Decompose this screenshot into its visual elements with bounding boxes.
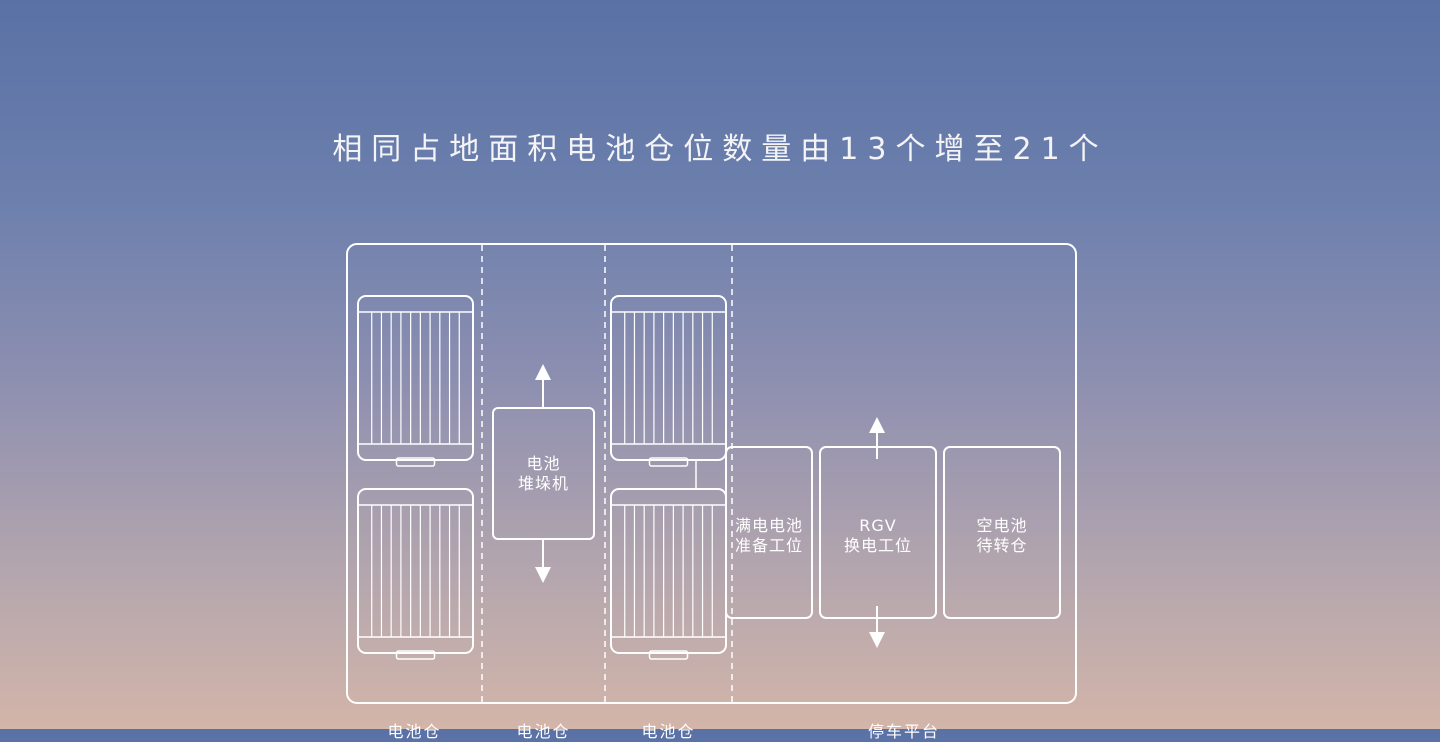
stacker-label-line2: 堆垛机 — [517, 474, 569, 493]
rgv-arrow-down-head — [869, 632, 885, 648]
bottom-label-parking-platform: 停车平台 — [867, 722, 940, 741]
rgv-station-label-line1: RGV — [859, 516, 897, 535]
empty-station-label: 空电池 待转仓 — [944, 516, 1060, 556]
full-battery-station-box — [725, 446, 813, 619]
empty-station-label-line2: 待转仓 — [976, 536, 1028, 555]
rgv-station-label: RGV 换电工位 — [820, 516, 936, 556]
battery-pack-icon — [610, 488, 727, 660]
stacker-arrow-down-head — [535, 567, 551, 583]
outer-frame — [346, 243, 1077, 704]
diagram-title: 相同占地面积电池仓位数量由13个增至21个 — [332, 132, 1108, 167]
bottom-label-battery-bay-3: 电池仓 — [641, 722, 696, 741]
full-station-label-line1: 满电电池 — [734, 516, 803, 535]
rgv-arrow-up-head — [869, 417, 885, 433]
empty-battery-station-box — [943, 446, 1061, 619]
bottom-label-battery-bay-2: 电池仓 — [516, 722, 571, 741]
battery-pack-icon — [357, 295, 474, 467]
rgv-station-label-line2: 换电工位 — [843, 536, 912, 555]
stacker-label: 电池 堆垛机 — [493, 454, 594, 494]
bottom-label-battery-bay-1: 电池仓 — [387, 722, 442, 741]
full-station-label-line2: 准备工位 — [734, 536, 803, 555]
stacker-arrow-up-head — [535, 364, 551, 380]
battery-pack-icon — [610, 295, 727, 467]
battery-packs — [357, 295, 727, 660]
stacker-label-line1: 电池 — [526, 454, 561, 473]
full-station-label: 满电电池 准备工位 — [726, 516, 812, 556]
battery-pack-icon — [357, 488, 474, 660]
empty-station-label-line1: 空电池 — [976, 516, 1028, 535]
